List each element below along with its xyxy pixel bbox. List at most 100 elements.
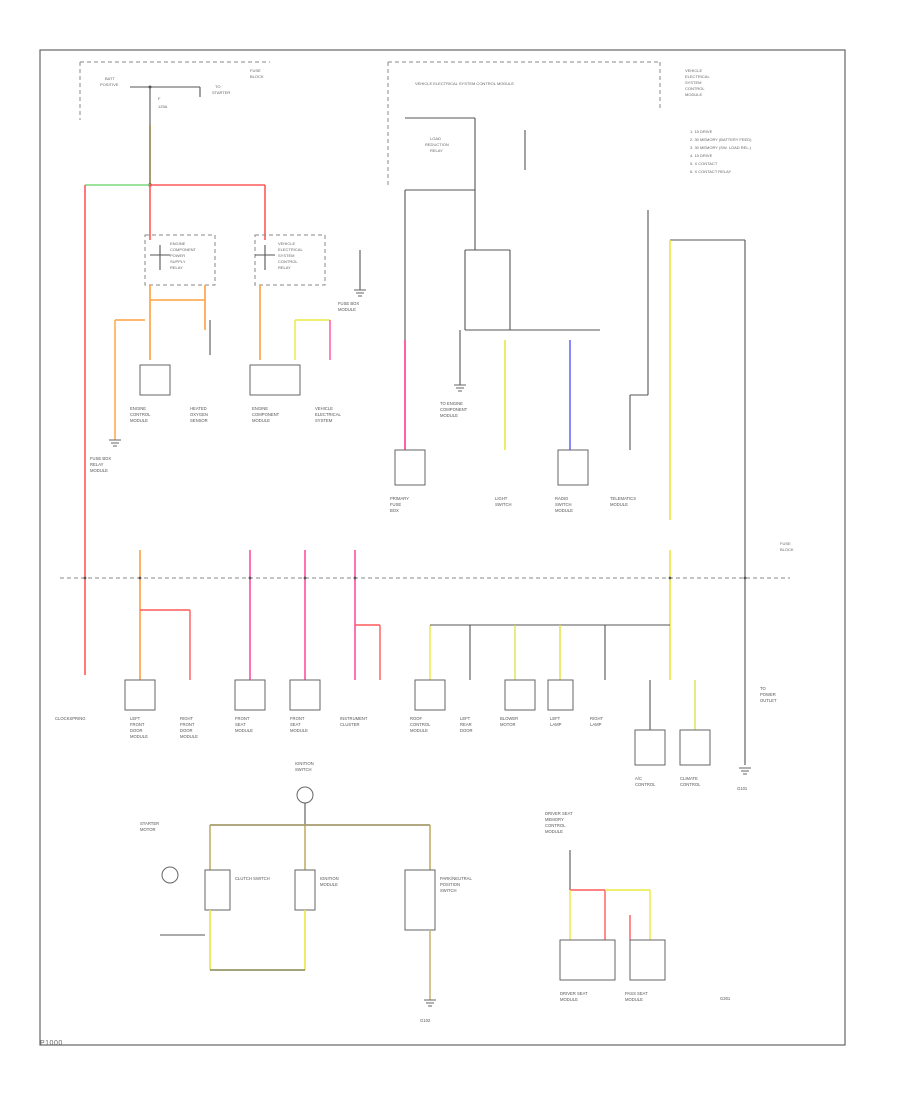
svg-text:IGNITION: IGNITION	[320, 876, 339, 881]
svg-text:INSTRUMENT: INSTRUMENT	[340, 716, 368, 721]
svg-text:CONTROL: CONTROL	[130, 412, 151, 417]
svg-text:VEHICLE ELECTRICAL SYSTEM CONT: VEHICLE ELECTRICAL SYSTEM CONTROL MODULE	[415, 81, 514, 86]
svg-text:RELAY: RELAY	[430, 148, 443, 153]
svg-text:LEFT: LEFT	[130, 716, 141, 721]
svg-text:ELECTRICAL: ELECTRICAL	[278, 247, 303, 252]
svg-text:SYSTEM: SYSTEM	[685, 80, 701, 85]
fuse-markers	[83, 576, 747, 580]
svg-text:RELAY: RELAY	[278, 265, 291, 270]
svg-text:POSITIVE: POSITIVE	[100, 82, 119, 87]
control-module-header: VEHICLE ELECTRICAL SYSTEM CONTROL MODULE…	[387, 61, 752, 190]
svg-text:CONTROL: CONTROL	[685, 86, 705, 91]
svg-text:SWITCH: SWITCH	[295, 767, 312, 772]
svg-text:5. X CONTACT: 5. X CONTACT	[690, 161, 718, 166]
svg-text:REAR: REAR	[460, 722, 472, 727]
svg-text:A/C: A/C	[635, 776, 642, 781]
svg-text:SEAT: SEAT	[235, 722, 246, 727]
svg-text:TELEMATICS: TELEMATICS	[610, 496, 636, 501]
svg-text:LEFT: LEFT	[550, 716, 561, 721]
svg-text:REDUCTION: REDUCTION	[425, 142, 449, 147]
svg-text:MODULE: MODULE	[560, 997, 578, 1002]
svg-text:DOOR: DOOR	[130, 728, 143, 733]
svg-text:FRONT: FRONT	[290, 716, 305, 721]
svg-text:MODULE: MODULE	[338, 307, 356, 312]
svg-text:DOOR: DOOR	[460, 728, 473, 733]
svg-text:BLOCK: BLOCK	[780, 547, 794, 552]
svg-text:BLOCK: BLOCK	[250, 74, 264, 79]
svg-text:F: F	[158, 96, 161, 101]
svg-text:4. 15 DRIVE: 4. 15 DRIVE	[690, 153, 713, 158]
svg-text:FUSE: FUSE	[390, 502, 401, 507]
svg-text:MEMORY: MEMORY	[545, 817, 564, 822]
control-module-bus	[404, 189, 510, 360]
svg-text:RELAY: RELAY	[90, 462, 104, 467]
svg-text:SWITCH: SWITCH	[555, 502, 572, 507]
svg-text:ENGINE: ENGINE	[252, 406, 268, 411]
svg-text:MODULE: MODULE	[410, 728, 428, 733]
svg-text:FRONT: FRONT	[235, 716, 250, 721]
svg-text:CONTROL: CONTROL	[545, 823, 566, 828]
svg-text:BLOWER: BLOWER	[500, 716, 518, 721]
svg-text:POWER: POWER	[170, 253, 185, 258]
ground-label-3: G301	[720, 996, 731, 1001]
svg-text:MODULE: MODULE	[320, 882, 338, 887]
ground-label-1: G101	[737, 786, 748, 791]
svg-text:MODULE: MODULE	[685, 92, 702, 97]
svg-text:VEHICLE: VEHICLE	[315, 406, 333, 411]
ground-label-2: G102	[420, 1018, 431, 1023]
svg-text:BOX: BOX	[390, 508, 399, 513]
svg-text:FUSE: FUSE	[780, 541, 791, 546]
svg-text:IGNITION: IGNITION	[295, 761, 314, 766]
svg-text:MODULE: MODULE	[440, 413, 458, 418]
svg-text:MOTOR: MOTOR	[500, 722, 516, 727]
svg-text:ENGINE: ENGINE	[170, 241, 186, 246]
svg-text:TO ENGINE: TO ENGINE	[440, 401, 463, 406]
svg-text:COMPONENT: COMPONENT	[170, 247, 197, 252]
svg-text:SWITCH: SWITCH	[495, 502, 512, 507]
svg-text:SENSOR: SENSOR	[190, 418, 208, 423]
svg-text:DOOR: DOOR	[180, 728, 193, 733]
svg-text:CLOCKSPRING: CLOCKSPRING	[55, 716, 85, 721]
svg-text:SEAT: SEAT	[290, 722, 301, 727]
svg-text:CLIMATE: CLIMATE	[680, 776, 698, 781]
svg-text:FUSE BOX: FUSE BOX	[90, 456, 111, 461]
svg-text:RIGHT: RIGHT	[590, 716, 603, 721]
svg-text:LIGHT: LIGHT	[495, 496, 508, 501]
svg-text:RIGHT: RIGHT	[180, 716, 193, 721]
ground-g101: G101	[737, 767, 751, 791]
svg-text:VEHICLE: VEHICLE	[278, 241, 295, 246]
svg-text:CLUTCH SWITCH: CLUTCH SWITCH	[235, 876, 270, 881]
svg-text:TO: TO	[215, 84, 220, 89]
svg-text:FUSE: FUSE	[250, 68, 261, 73]
svg-text:ELECTRICAL: ELECTRICAL	[315, 412, 342, 417]
svg-text:MODULE: MODULE	[290, 728, 308, 733]
svg-text:1. 15 DRIVE: 1. 15 DRIVE	[690, 129, 713, 134]
svg-text:COMPONENT: COMPONENT	[252, 412, 280, 417]
svg-text:DRIVER SEAT: DRIVER SEAT	[560, 991, 588, 996]
svg-text:LEFT: LEFT	[460, 716, 471, 721]
svg-text:LAMP: LAMP	[550, 722, 562, 727]
svg-text:MODULE: MODULE	[610, 502, 628, 507]
relay-left-output-wires	[149, 285, 206, 360]
svg-text:6. X CONTACT RELAY: 6. X CONTACT RELAY	[690, 169, 731, 174]
svg-text:STARTER: STARTER	[140, 821, 159, 826]
svg-text:SUPPLY: SUPPLY	[170, 259, 186, 264]
svg-text:ROOF: ROOF	[410, 716, 423, 721]
svg-text:MODULE: MODULE	[555, 508, 573, 513]
svg-text:SYSTEM: SYSTEM	[278, 253, 294, 258]
svg-text:OXYGEN: OXYGEN	[190, 412, 208, 417]
svg-text:MODULE: MODULE	[235, 728, 253, 733]
svg-text:FRONT: FRONT	[180, 722, 195, 727]
svg-text:2. 30 MEMORY (BATTERY FEED): 2. 30 MEMORY (BATTERY FEED)	[690, 137, 752, 142]
svg-text:FRONT: FRONT	[130, 722, 145, 727]
